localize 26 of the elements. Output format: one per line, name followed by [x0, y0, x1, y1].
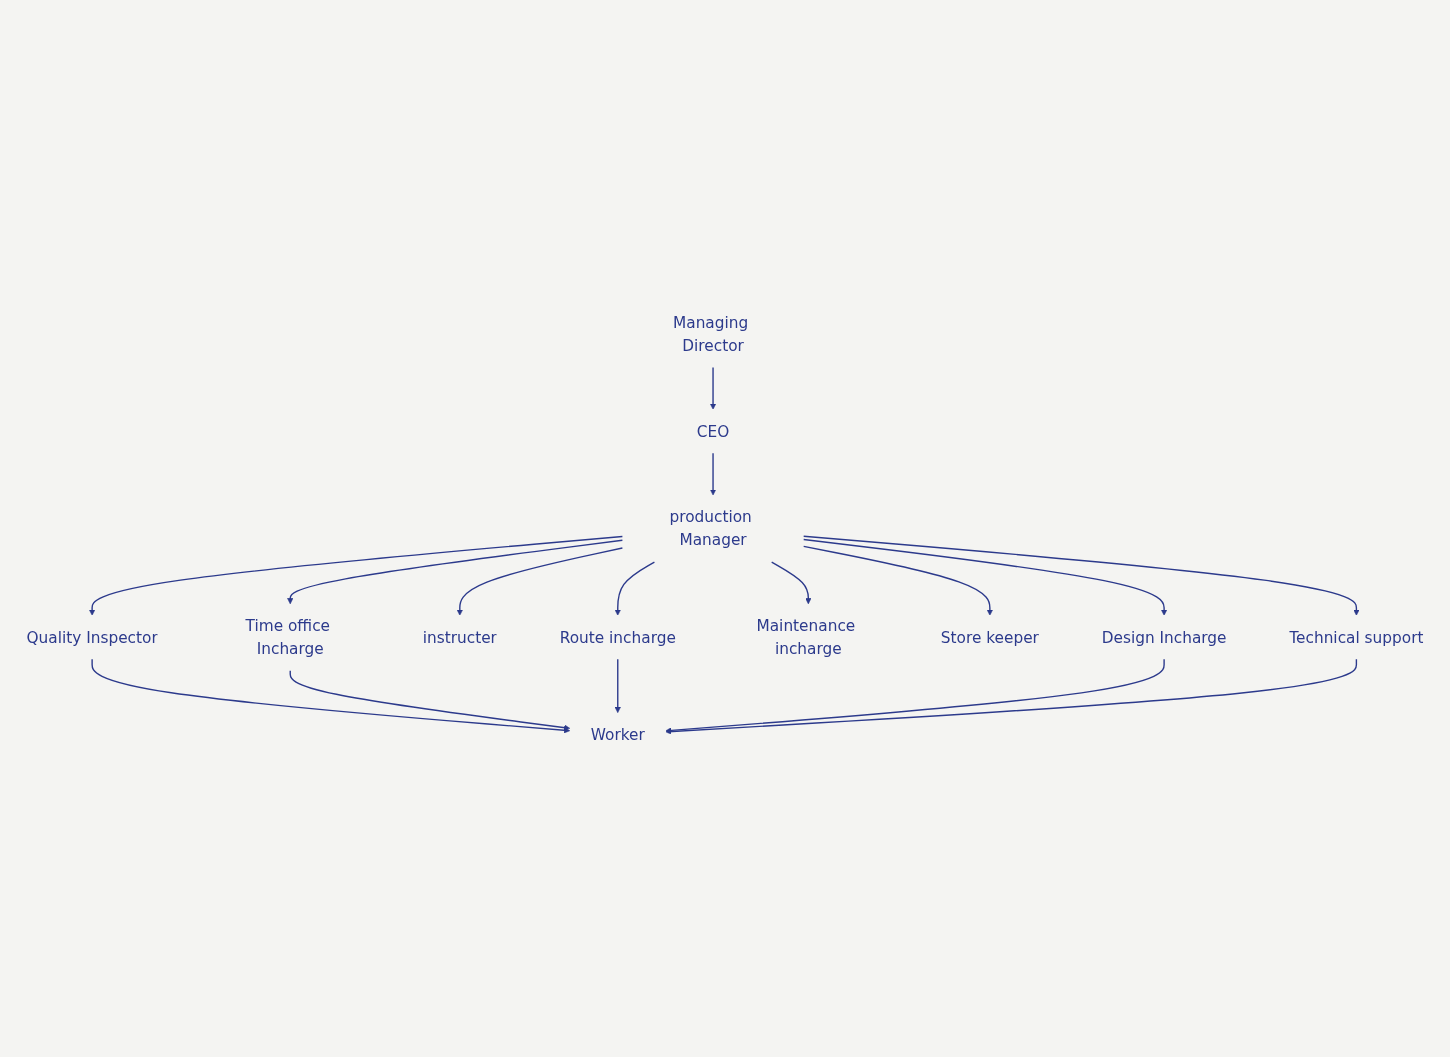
node-text: CEO: [696, 422, 730, 440]
node-text: Worker: [590, 725, 645, 744]
arrow: [803, 545, 993, 616]
arrow: [614, 658, 621, 713]
arrow: [803, 535, 1360, 616]
arrow: [614, 561, 656, 616]
node-text: Technical support: [1289, 628, 1424, 646]
arrow: [709, 366, 717, 410]
node-text: Maintenance incharge: [756, 617, 856, 658]
arrow: [289, 670, 571, 731]
node-text: Route incharge: [559, 628, 676, 646]
arrow: [89, 535, 624, 616]
arrow: [771, 561, 812, 605]
node-text: Time office Incharge: [245, 617, 331, 658]
arrow: [456, 547, 624, 616]
node-text: Store keeper: [940, 628, 1039, 646]
node-text: Design Incharge: [1101, 628, 1227, 646]
arrow: [803, 538, 1168, 616]
arrow: [287, 539, 624, 605]
arrow: [91, 658, 571, 734]
arrow: [665, 658, 1358, 735]
node-text: Quality Inspector: [26, 628, 158, 646]
arrow: [709, 452, 717, 496]
node-text: Managing Director: [672, 313, 749, 355]
node-text: instructer: [422, 628, 497, 646]
node-text: production Manager: [669, 508, 752, 549]
